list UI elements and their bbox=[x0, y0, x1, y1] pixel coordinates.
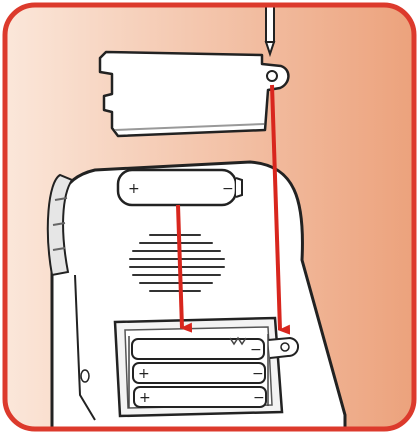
svg-text:+: + bbox=[138, 366, 150, 382]
svg-text:−: − bbox=[252, 366, 264, 382]
screwdriver-icon bbox=[266, 0, 274, 54]
loose-battery: + − bbox=[118, 170, 242, 205]
svg-text:−: − bbox=[250, 342, 262, 358]
svg-text:+: + bbox=[128, 181, 140, 197]
svg-text:−: − bbox=[253, 390, 265, 406]
svg-text:+: + bbox=[139, 390, 151, 406]
installed-battery-3: + − bbox=[134, 387, 266, 407]
installed-battery-2: + − bbox=[133, 363, 265, 383]
battery-cover bbox=[100, 52, 288, 136]
svg-text:−: − bbox=[222, 181, 234, 197]
